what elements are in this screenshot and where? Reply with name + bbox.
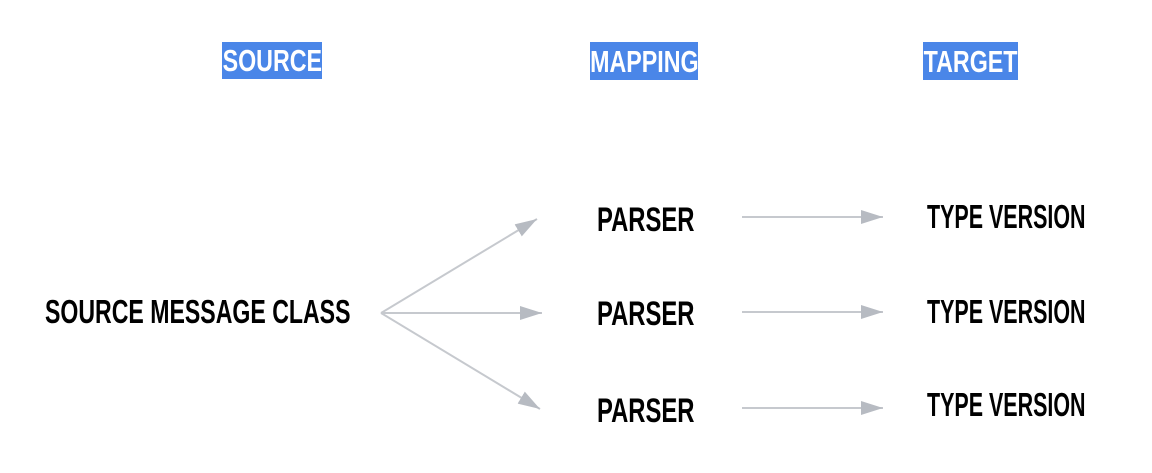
- parser-node-3: PARSER: [597, 392, 695, 430]
- column-header-mapping: MAPPING: [590, 42, 698, 80]
- column-header-mapping-label: MAPPING: [589, 43, 699, 79]
- column-header-target: TARGET: [923, 42, 1018, 80]
- column-header-target-label: TARGET: [923, 43, 1018, 79]
- column-header-source: SOURCE: [222, 42, 322, 79]
- parser-node-2: PARSER: [597, 295, 695, 333]
- type-version-node-1: TYPE VERSION: [927, 198, 1086, 235]
- type-version-node-2: TYPE VERSION: [927, 293, 1086, 330]
- parser-node-1: PARSER: [597, 201, 695, 239]
- arrow-source-to-parser-1: [380, 218, 538, 314]
- arrow-source-to-parser-3: [380, 312, 541, 410]
- source-message-class-node: SOURCE MESSAGE CLASS: [45, 293, 351, 330]
- type-version-node-3: TYPE VERSION: [927, 386, 1086, 423]
- column-header-source-label: SOURCE: [222, 43, 322, 78]
